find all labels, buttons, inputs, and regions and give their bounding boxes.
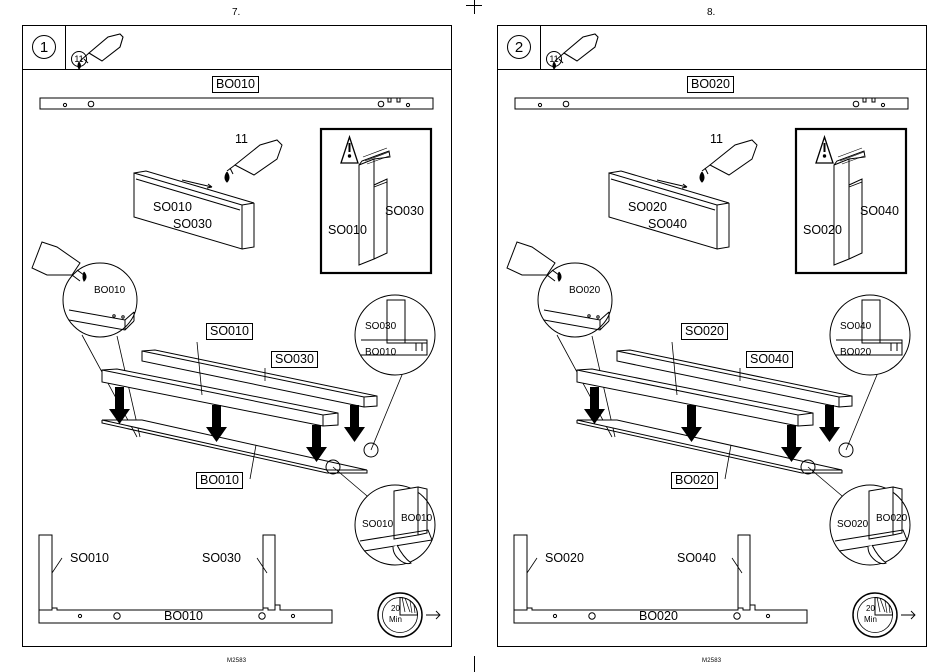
magnifier-board-label: BO010 xyxy=(94,285,125,296)
profile-label-a: SO020 xyxy=(545,551,584,565)
timer-value: 20 xyxy=(391,604,400,613)
crop-mark-top-h xyxy=(466,5,482,6)
profile-label-a: SO010 xyxy=(70,551,109,565)
board-label-top: BO020 xyxy=(687,76,734,93)
magnifier-left xyxy=(63,263,137,337)
callout-rail-b: SO030 xyxy=(271,351,318,368)
assembly-board xyxy=(102,420,367,473)
inset-label-b: SO040 xyxy=(860,204,899,218)
timer-icon xyxy=(378,593,440,637)
profile-label-b: SO040 xyxy=(677,551,716,565)
timer-unit: Min xyxy=(389,615,402,624)
magnifier-bottom-board-label: BO010 xyxy=(401,513,432,524)
callout-rail-b: SO040 xyxy=(746,351,793,368)
glue-tube-large-icon xyxy=(225,140,282,182)
callout-board: BO020 xyxy=(671,472,718,489)
magnifier-bottom-rail-label: SO010 xyxy=(362,519,393,530)
magnifier-top-rail-label: SO030 xyxy=(365,321,396,332)
inset-label-a: SO020 xyxy=(803,223,842,237)
magnifier-right-top xyxy=(355,295,435,375)
magnifier-bottom-rail-label: SO020 xyxy=(837,519,868,530)
timer-unit: Min xyxy=(864,615,877,624)
board-top-outline xyxy=(515,98,908,109)
page-footer: M2583 xyxy=(702,658,721,664)
board-top-outline xyxy=(40,98,433,109)
rail-label-a: SO020 xyxy=(628,200,667,214)
inset-label-a: SO010 xyxy=(328,223,367,237)
profile-label-board: BO020 xyxy=(639,609,678,623)
magnifier-top-board-label: BO020 xyxy=(840,347,871,358)
warning-inset-frame xyxy=(796,129,906,273)
timer-icon xyxy=(853,593,915,637)
magnifier-top-rail-label: SO040 xyxy=(840,321,871,332)
page-footer: M2583 xyxy=(227,658,246,664)
warning-inset-frame xyxy=(321,129,431,273)
glue-label: 11 xyxy=(235,132,248,146)
glue-tube-large-icon xyxy=(700,140,757,182)
magnifier-left xyxy=(538,263,612,337)
magnifier-bottom-board-label: BO020 xyxy=(876,513,907,524)
rail-label-b: SO030 xyxy=(173,217,212,231)
callout-rail-a: SO010 xyxy=(206,323,253,340)
magnifier-board-label: BO020 xyxy=(569,285,600,296)
rail-glue-illustration xyxy=(134,171,254,249)
inset-label-b: SO030 xyxy=(385,204,424,218)
glue-tube-icon xyxy=(553,34,598,69)
magnifier-top-board-label: BO010 xyxy=(365,347,396,358)
crop-mark-top xyxy=(474,0,475,14)
assembly-board xyxy=(577,420,842,473)
rail-label-b: SO040 xyxy=(648,217,687,231)
magnifier-right-top xyxy=(830,295,910,375)
profile-label-board: BO010 xyxy=(164,609,203,623)
rail-glue-illustration xyxy=(609,171,729,249)
timer-value: 20 xyxy=(866,604,875,613)
rail-label-a: SO010 xyxy=(153,200,192,214)
callout-board: BO010 xyxy=(196,472,243,489)
page-number: 7. xyxy=(232,7,240,18)
glue-tube-icon xyxy=(78,34,123,69)
board-label-top: BO010 xyxy=(212,76,259,93)
callout-rail-a: SO020 xyxy=(681,323,728,340)
profile-label-b: SO030 xyxy=(202,551,241,565)
crop-mark-bottom xyxy=(474,656,475,672)
glue-label: 11 xyxy=(710,132,723,146)
page-number: 8. xyxy=(707,7,715,18)
